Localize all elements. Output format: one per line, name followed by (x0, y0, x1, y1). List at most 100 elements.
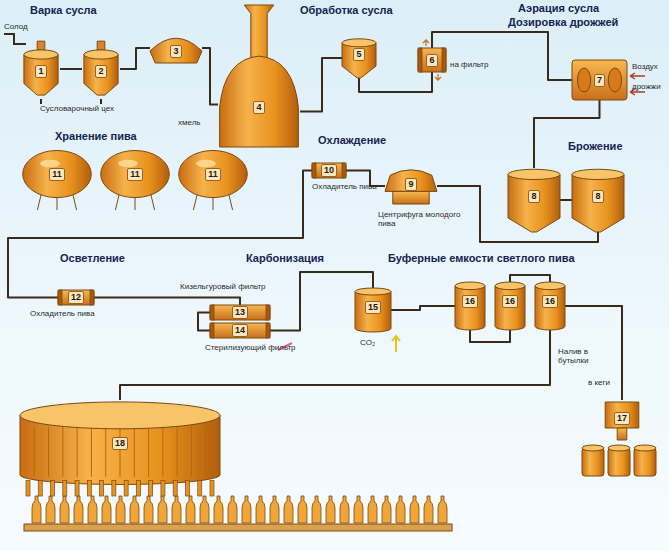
vessel-outline (385, 170, 437, 192)
filler-nozzle (38, 481, 42, 496)
part-label: CO₂ (360, 338, 375, 347)
pipe-connector (300, 58, 342, 112)
aerator-body (572, 60, 627, 100)
filler-nozzle (161, 481, 165, 496)
keg-group (582, 445, 656, 476)
brewing-vessel: 11 (100, 148, 170, 210)
callout-number: 15 (365, 301, 381, 314)
filler-rib (91, 427, 92, 477)
pipe-connector (202, 48, 218, 104)
filler-rib (62, 427, 63, 477)
pipe-connector (120, 48, 150, 69)
pipe-connector (510, 275, 550, 282)
keg-top (582, 445, 604, 451)
exchanger-cap (210, 323, 214, 338)
exchanger-cap (442, 48, 446, 72)
bottle (284, 496, 293, 523)
brewing-vessel: 16 (535, 282, 565, 330)
filler-nozzle (136, 481, 140, 496)
vessel-outline (220, 56, 299, 147)
aerator-rotor (608, 68, 621, 92)
section-title: Охлаждение (318, 134, 386, 146)
bottle (312, 496, 321, 523)
tank-highlight (118, 160, 138, 167)
callout-number: 12 (68, 291, 84, 304)
part-label: Охладитель пива (30, 309, 95, 318)
filler-rib (191, 427, 192, 477)
section-title: Обработка сусла (300, 4, 393, 16)
bottle (242, 496, 251, 523)
keg-top (634, 445, 656, 451)
vessel-outline (605, 402, 639, 428)
exchanger-body (418, 48, 446, 72)
bottle (424, 496, 433, 523)
motor (97, 41, 105, 50)
section-title: Карбонизация (246, 252, 324, 264)
vessel-outline (84, 55, 118, 96)
callout-number: 8 (592, 190, 603, 203)
bottle-row (32, 496, 447, 523)
callout-number: 5 (353, 48, 364, 61)
part-label: на фильтр (450, 60, 488, 69)
part-label: дрожжи (632, 82, 661, 91)
aerator-rotor (578, 68, 591, 92)
brewing-vessel: 10 (312, 163, 346, 178)
bottle (158, 496, 167, 523)
bottle (144, 496, 153, 523)
exchanger-cap (58, 290, 62, 305)
part-label: Кизельгуровый фильтр (180, 282, 266, 291)
pipe-connector (198, 313, 210, 331)
bottle (326, 496, 335, 523)
doser-spout (617, 428, 627, 440)
pipe-connector (120, 330, 550, 400)
storage-tank (179, 150, 248, 197)
callout-number: 8 (528, 190, 539, 203)
callout-number: 6 (426, 54, 437, 67)
pipe-connector (534, 100, 600, 168)
pipe-connector (391, 306, 455, 310)
vessel-lid (20, 402, 220, 429)
bottle (354, 496, 363, 523)
vessel-lid (24, 50, 58, 59)
bottle (270, 496, 279, 523)
brewing-vessel: 2 (82, 40, 120, 98)
conveyor (24, 524, 452, 531)
exchanger-cap (342, 163, 346, 178)
bottle (186, 496, 195, 523)
bottle (396, 496, 405, 523)
section-title: Брожение (568, 140, 623, 152)
filler-nozzle (100, 481, 104, 496)
part-label: Сусловарочный цех (40, 104, 114, 113)
brewing-vessel: 6 (418, 48, 446, 72)
brewing-vessel: 8 (572, 168, 624, 232)
brewing-vessel: 16 (495, 282, 525, 330)
brewing-vessel: 4 (218, 5, 300, 147)
filler-nozzle (185, 481, 189, 496)
part-label: Охладитель пива (312, 182, 377, 191)
drain-pipe (41, 99, 101, 104)
filler-nozzle (112, 481, 116, 496)
pipe-connector (94, 298, 240, 306)
keg-top (608, 445, 630, 451)
bottle (60, 496, 69, 523)
vessel-lid (455, 282, 485, 290)
exchanger-body (58, 290, 94, 305)
brewing-vessel: 14 (210, 323, 270, 338)
bottle (74, 496, 83, 523)
brewing-vessel: 17 (598, 400, 646, 440)
keg (608, 448, 630, 476)
brewing-vessel: 8 (508, 168, 560, 232)
exchanger-cap (266, 323, 270, 338)
keg (634, 448, 656, 476)
filler-nozzle (210, 481, 214, 496)
bottle (298, 496, 307, 523)
bottle (88, 496, 97, 523)
brewing-vessel: 11 (22, 148, 92, 210)
brewing-vessel: 13 (210, 305, 270, 320)
exchanger-body (312, 163, 346, 178)
filler-nozzle (87, 481, 91, 496)
callout-number: 16 (462, 295, 478, 308)
callout-number: 16 (542, 295, 558, 308)
brewing-vessel: 15 (355, 288, 391, 332)
bottle (46, 496, 55, 523)
